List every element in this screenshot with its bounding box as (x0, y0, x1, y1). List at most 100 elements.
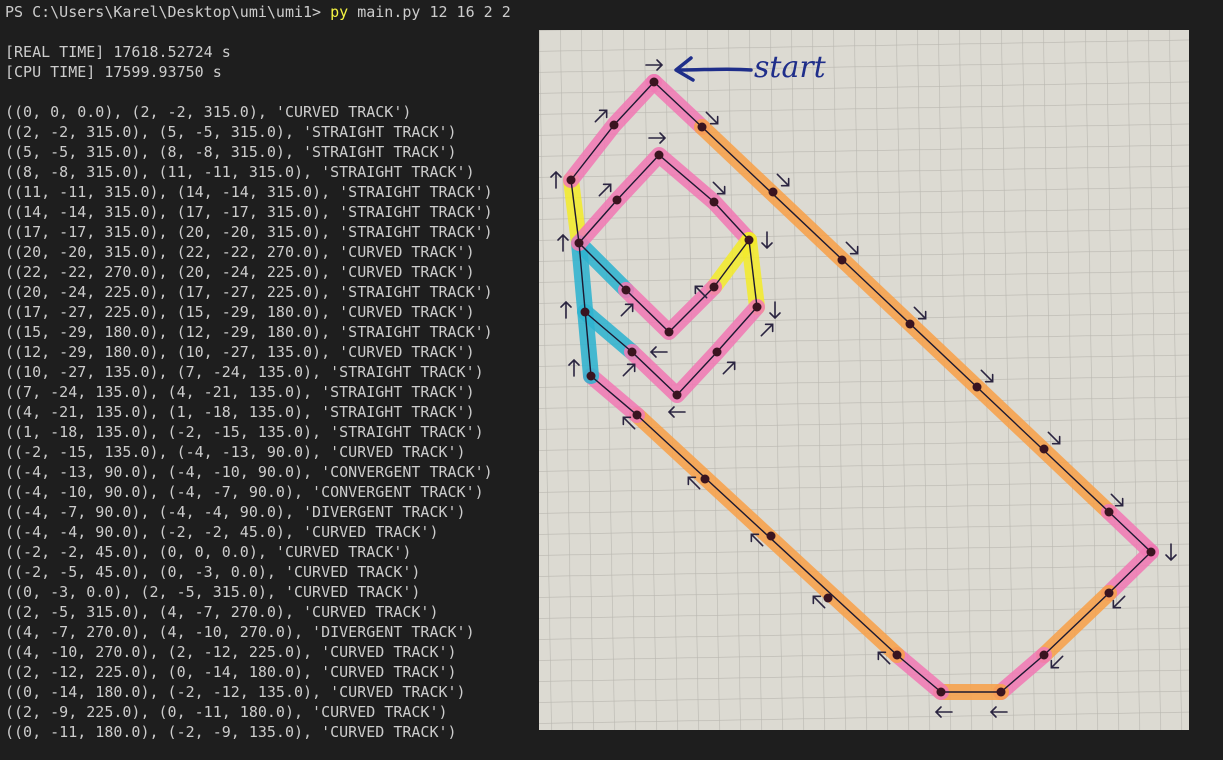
track-node (766, 531, 776, 541)
command-args: main.py 12 16 2 2 (348, 3, 511, 21)
arrow-stroke (594, 109, 608, 123)
track-nodes (566, 77, 1156, 697)
start-arrow-icon (677, 67, 753, 72)
direction-arrow-icon (761, 231, 773, 250)
track-node (709, 282, 719, 292)
track-node (649, 77, 659, 87)
output-line: ((4, -10, 270.0), (2, -12, 225.0), 'CURV… (5, 643, 457, 661)
track-node (609, 120, 619, 130)
ink-line (896, 654, 942, 693)
track-node (823, 593, 833, 603)
track-node (837, 255, 847, 265)
start-arrowhead-icon (674, 56, 695, 82)
direction-arrow-icon (560, 300, 572, 319)
arrow-stroke (550, 170, 562, 189)
ink-line (631, 306, 758, 396)
output-line: ((0, -11, 180.0), (-2, -9, 135.0), 'CURV… (5, 723, 457, 741)
arrow-stroke (622, 416, 636, 430)
arrow-stroke (568, 358, 580, 377)
track-node (664, 327, 674, 337)
direction-arrow-icon (913, 306, 927, 320)
track-node (752, 302, 762, 312)
output-line: ((-4, -13, 90.0), (-4, -10, 90.0), 'CONV… (5, 463, 493, 481)
direction-arrow-icon (712, 181, 726, 195)
output-line: ((-4, -7, 90.0), (-4, -4, 90.0), 'DIVERG… (5, 503, 466, 521)
direction-arrow-icon (598, 183, 612, 197)
ink-line (713, 239, 750, 288)
direction-arrow-icon (645, 59, 664, 71)
track-node (768, 187, 778, 197)
direction-arrow-icon (989, 706, 1008, 718)
ink-line (1043, 592, 1110, 656)
direction-arrow-icon (557, 233, 569, 252)
arrow-stroke (598, 183, 612, 197)
direction-arrow-icon (722, 361, 736, 375)
direction-arrow-icon (648, 132, 667, 144)
direction-arrow-icon (1165, 543, 1177, 562)
ink-line (1108, 551, 1152, 594)
ink-line (590, 375, 638, 416)
start-label: start (754, 50, 827, 85)
arrow-stroke (712, 181, 726, 195)
timing-line: [CPU TIME] 17599.93750 s (5, 63, 222, 81)
direction-arrow-icon (667, 406, 686, 418)
output-line: ((22, -22, 270.0), (20, -24, 225.0), 'CU… (5, 263, 475, 281)
output-line: ((2, -9, 225.0), (0, -11, 180.0), 'CURVE… (5, 703, 448, 721)
output-line: ((5, -5, 315.0), (8, -8, 315.0), 'STRAIG… (5, 143, 457, 161)
track-node (632, 410, 642, 420)
direction-arrow-icon (812, 595, 826, 609)
direction-arrow-icon (750, 533, 764, 547)
output-line: ((-2, -5, 45.0), (0, -3, 0.0), 'CURVED T… (5, 563, 421, 581)
track-node (697, 122, 707, 132)
track-node (905, 319, 915, 329)
arrow-stroke (877, 651, 891, 665)
track-node (612, 195, 622, 205)
command-name: py (330, 3, 349, 21)
direction-arrow-icon (594, 109, 608, 123)
arrow-stroke (812, 595, 826, 609)
direction-arrow-icon (705, 111, 719, 125)
output-line: ((17, -17, 315.0), (20, -20, 315.0), 'ST… (5, 223, 493, 241)
arrow-stroke (705, 111, 719, 125)
ink-line (653, 81, 703, 128)
arrow-stroke (989, 706, 1008, 718)
ink-line (1000, 654, 1045, 693)
ink-line (578, 242, 627, 291)
direction-arrow-icon (568, 358, 580, 377)
output-line: ((4, -7, 270.0), (4, -10, 270.0), 'DIVER… (5, 623, 475, 641)
start-annotation: start (674, 50, 827, 85)
ink-line (748, 239, 758, 308)
arrow-stroke (648, 132, 667, 144)
output-line: ((0, -14, 180.0), (-2, -12, 135.0), 'CUR… (5, 683, 466, 701)
arrow-stroke (557, 233, 569, 252)
track-node (892, 650, 902, 660)
arrow-stroke (1165, 543, 1177, 562)
track-node (1146, 547, 1156, 557)
arrow-stroke (1112, 595, 1126, 609)
direction-arrow-icon (776, 173, 790, 187)
ink-line (570, 179, 580, 244)
output-line: ((-2, -15, 135.0), (-4, -13, 90.0), 'CUR… (5, 443, 466, 461)
track-layout-photo: start (539, 30, 1189, 730)
arrow-stroke (622, 363, 636, 377)
arrow-stroke (1110, 493, 1124, 507)
direction-arrow-icon (877, 651, 891, 665)
track-node (1039, 650, 1049, 660)
direction-arrow-icon (1112, 595, 1126, 609)
output-line: ((11, -11, 315.0), (14, -14, 315.0), 'ST… (5, 183, 493, 201)
direction-arrow-icon (694, 285, 708, 299)
output-line: ((8, -8, 315.0), (11, -11, 315.0), 'STRA… (5, 163, 475, 181)
output-line: ((10, -27, 135.0), (7, -24, 135.0), 'STR… (5, 363, 484, 381)
output-line: ((-4, -10, 90.0), (-4, -7, 90.0), 'CONVE… (5, 483, 484, 501)
track-node (586, 371, 596, 381)
output-line: ((15, -29, 180.0), (12, -29, 180.0), 'ST… (5, 323, 493, 341)
arrow-stroke (694, 285, 708, 299)
arrow-stroke (750, 533, 764, 547)
output-line: ((2, -12, 225.0), (0, -14, 180.0), 'CURV… (5, 663, 457, 681)
output-line: ((14, -14, 315.0), (17, -17, 315.0), 'ST… (5, 203, 493, 221)
track-node (621, 285, 631, 295)
arrow-stroke (687, 476, 701, 490)
arrow-stroke (722, 361, 736, 375)
direction-arrow-icon (760, 323, 774, 337)
